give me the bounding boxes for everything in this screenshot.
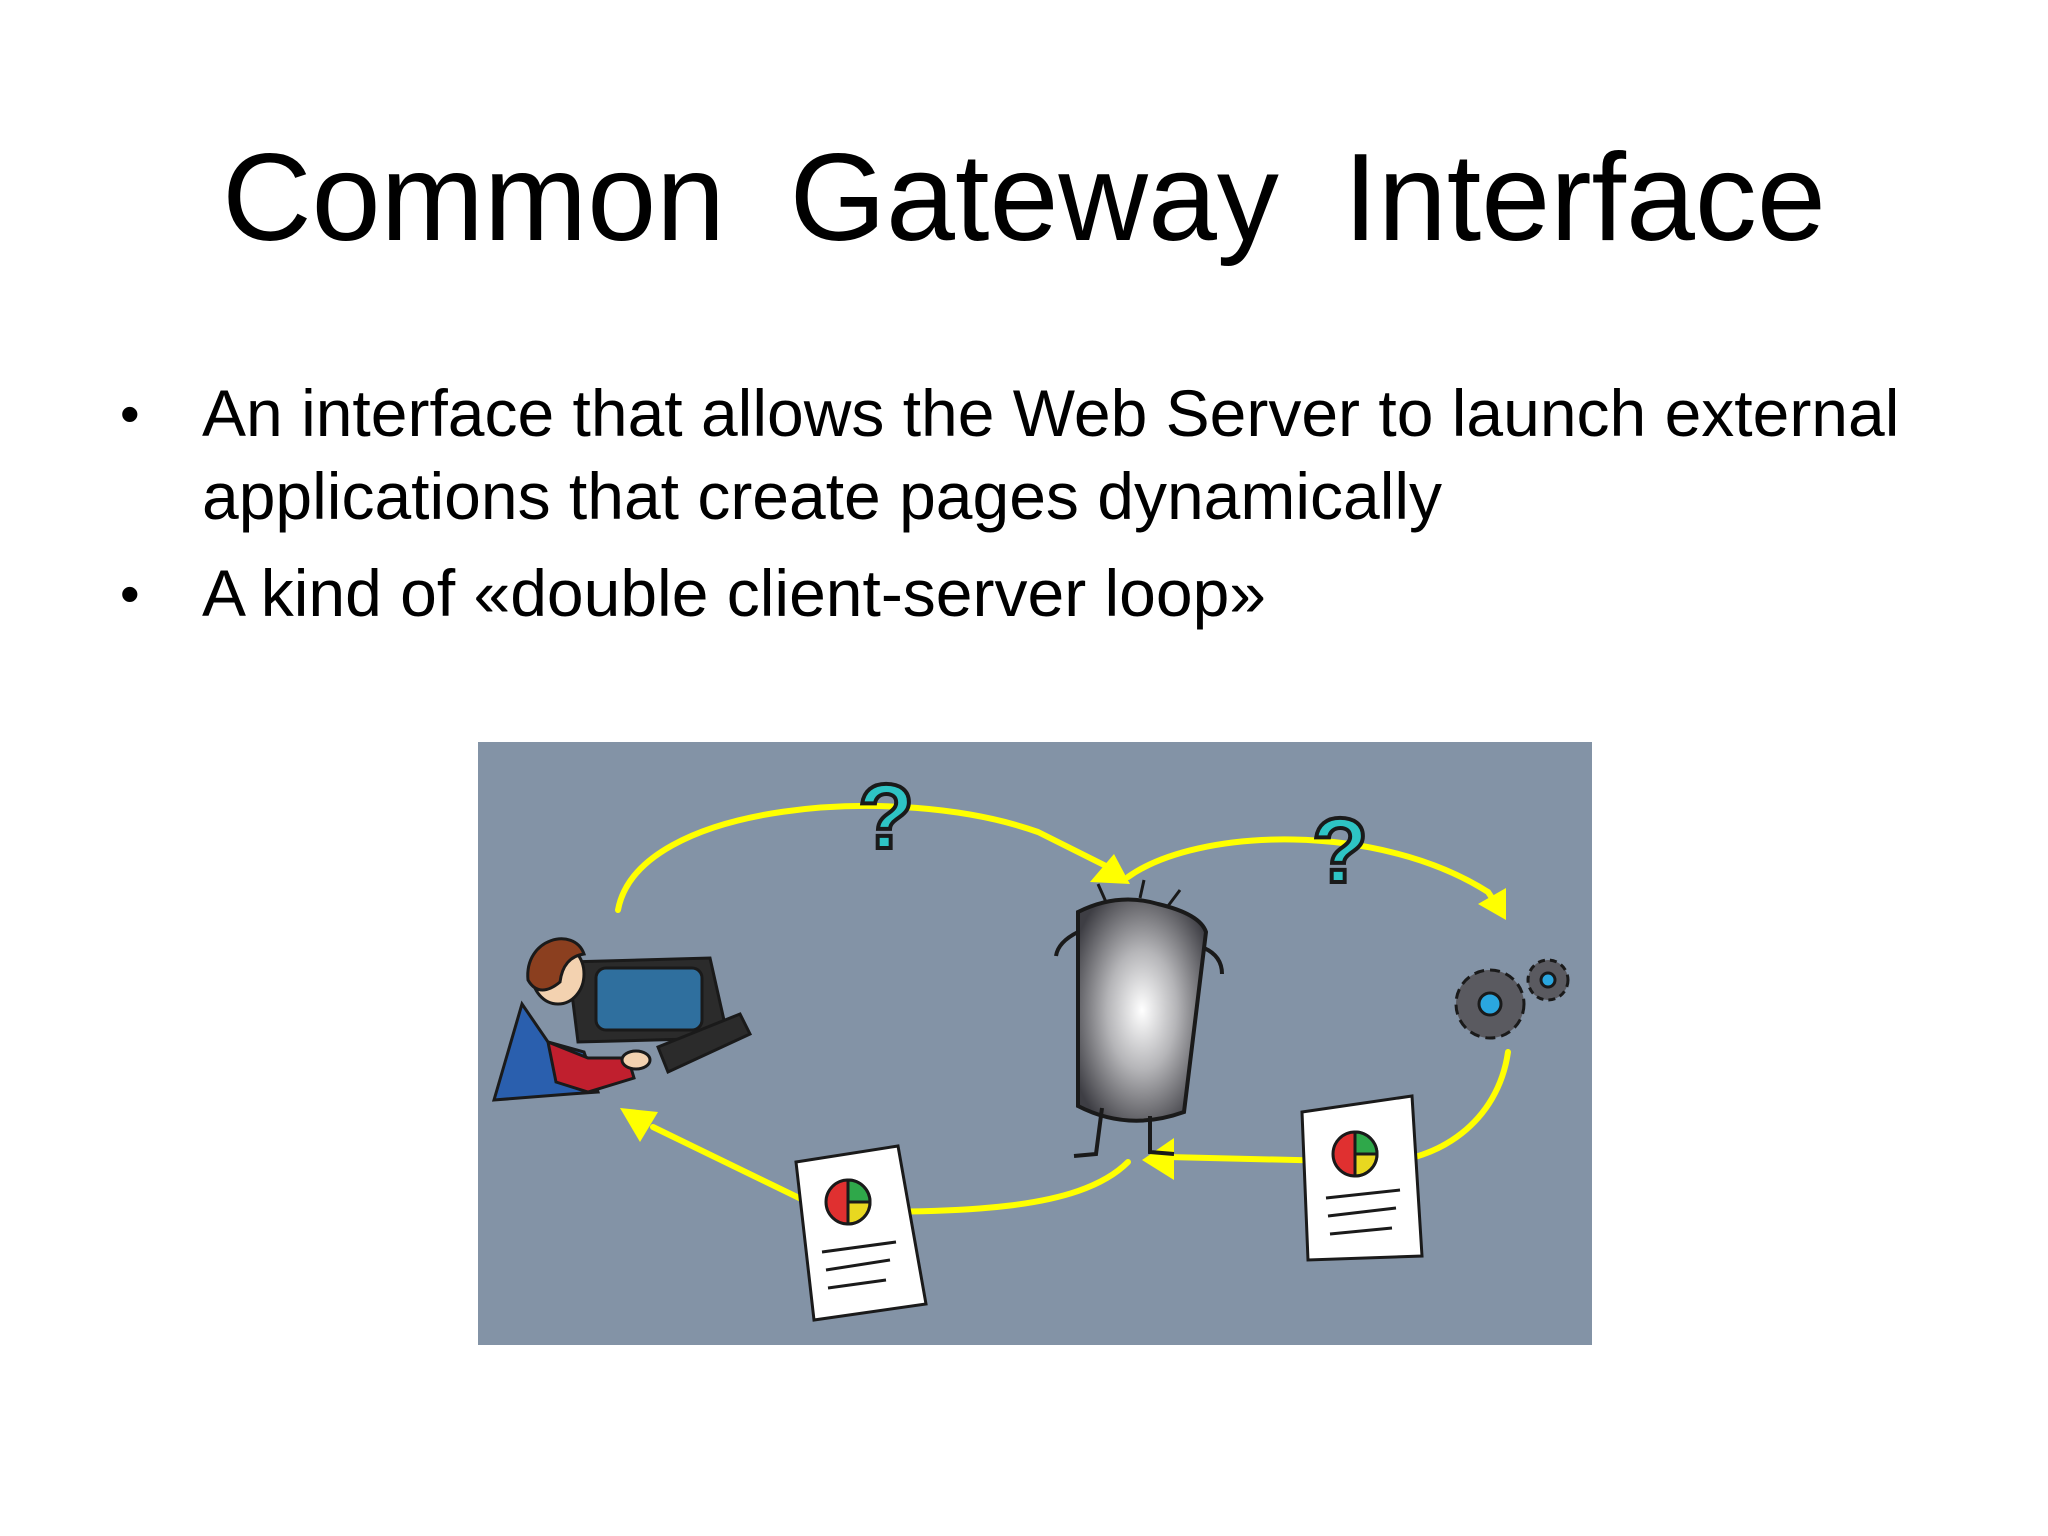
web-server-icon [1054, 879, 1224, 1158]
document-icon [794, 1144, 928, 1322]
arrowhead-icon [1142, 1138, 1174, 1180]
document-icon [1300, 1094, 1424, 1262]
bullet-mark: • [120, 562, 140, 625]
bullet-mark: • [120, 382, 140, 445]
arrow-heads [620, 854, 1506, 1180]
request-arrow-server-to-gateway [1125, 836, 1501, 910]
bullet-text: An interface that allows the Web Server … [202, 376, 1900, 533]
bullet-item: • A kind of «double client-server loop» [120, 552, 1920, 635]
svg-text:?: ? [1312, 800, 1368, 902]
slide-title: Common Gateway Interface [222, 129, 1826, 267]
arrowhead-icon [1090, 854, 1130, 884]
cgi-loop-illustration: ? ? [478, 742, 1592, 1345]
arrowhead-icon [1478, 888, 1506, 920]
loop-arrows [615, 802, 1511, 1216]
bullet-text: A kind of «double client-server loop» [202, 556, 1266, 630]
bullet-list: • An interface that allows the Web Serve… [120, 372, 1920, 649]
gears-icon [1454, 958, 1570, 1040]
svg-text:?: ? [858, 766, 914, 868]
bullet-item: • An interface that allows the Web Serve… [120, 372, 1920, 538]
request-arrow-client-to-server [615, 802, 1121, 913]
user-at-computer-icon [491, 937, 753, 1102]
question-mark-icon: ? [856, 764, 916, 870]
question-mark-icon: ? [1310, 798, 1370, 904]
arrowhead-icon [620, 1108, 658, 1142]
